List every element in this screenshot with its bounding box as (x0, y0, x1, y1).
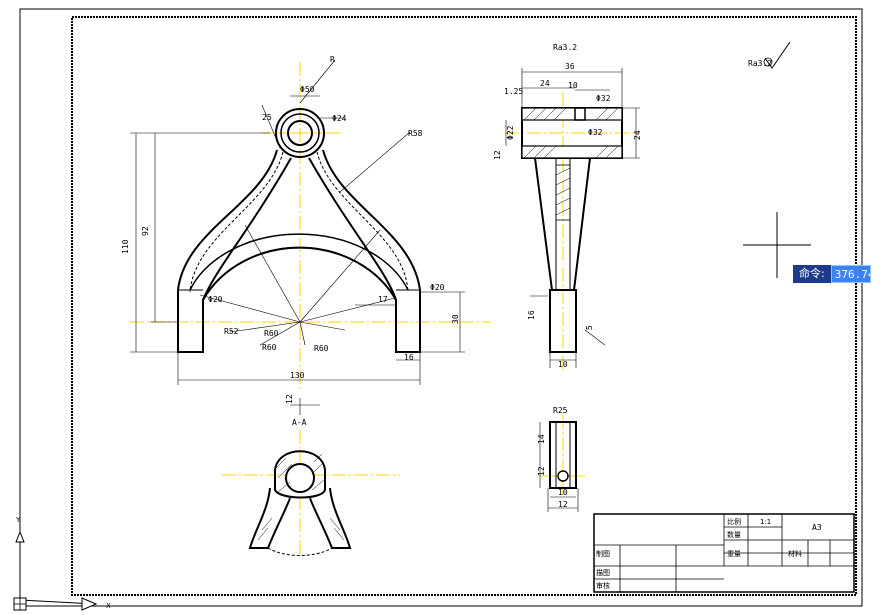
dim-end-r25: R25 (553, 406, 568, 415)
dim-17: 17 (378, 295, 388, 304)
dim-130: 130 (290, 371, 305, 380)
front-view-dimensions: R Φ50 Φ24 25 R58 110 92 Φ20 R52 R60 R60 … (121, 55, 460, 380)
section-aa-labels: 12 A-A (285, 394, 307, 427)
dim-top-phi: Φ50 (300, 85, 315, 94)
dim-r52: R52 (224, 327, 239, 336)
material-label: 材料 (788, 549, 802, 558)
command-value-input[interactable]: 376.741 (830, 265, 871, 283)
weight-label: 重量 (727, 550, 741, 558)
dim-phi24: Φ24 (332, 114, 347, 123)
dim-side-16: 16 (527, 310, 536, 320)
section-aa-view (222, 398, 400, 556)
inner-frame (71, 16, 857, 596)
dim-side-32b: Φ32 (588, 128, 603, 137)
dim-side-c25: 1.25 (504, 87, 523, 96)
check-label: 描图 (596, 568, 610, 577)
outer-frame (19, 8, 863, 607)
roughness-label: Ra3.2 (748, 59, 772, 68)
dim-end-14: 14 (537, 434, 546, 444)
dynamic-input-box[interactable]: 命令: 376.741 (793, 265, 871, 283)
side-view-dimensions: Ra3.2 36 24 10 1.25 Φ32 Φ22 Φ32 24 12 16… (493, 43, 642, 369)
dim-end-12: 12 (537, 466, 546, 476)
dim-16: 16 (404, 353, 414, 362)
scale-label: 比例 (727, 517, 741, 526)
end-view-dimensions: R25 14 12 10 12 (537, 406, 568, 509)
dim-20-left: Φ20 (208, 295, 223, 304)
side-view (505, 68, 640, 372)
dim-r58: R58 (408, 129, 423, 138)
dim-r60a: R60 (264, 329, 279, 338)
end-view (539, 415, 585, 512)
ucs-y-label: Y (15, 516, 21, 524)
dim-side-22: Φ22 (506, 125, 515, 140)
title-block: 比例 1:1 数量 A3 制图 重量 材料 描图 审核 (593, 513, 855, 593)
crosshair-cursor (743, 212, 811, 278)
dim-aa-12: 12 (285, 394, 294, 404)
dim-end-10: 10 (558, 488, 568, 497)
dim-92: 92 (141, 226, 150, 236)
command-label: 命令: (793, 265, 831, 283)
section-aa-label: A-A (292, 418, 307, 427)
dim-110: 110 (121, 239, 130, 254)
draw-label: 制图 (596, 549, 610, 558)
qty-label: 数量 (727, 530, 741, 539)
dim-side-36: 36 (565, 62, 575, 71)
dim-side-12: 12 (493, 150, 502, 160)
dim-side-title: Ra3.2 (553, 43, 577, 52)
dim-30: 30 (451, 314, 460, 324)
dim-side-10: 10 (568, 81, 578, 90)
dim-side-24b: 24 (633, 130, 642, 140)
dim-top-r: R (330, 55, 335, 64)
dim-end-12b: 12 (558, 500, 568, 509)
dim-side-32: Φ32 (596, 94, 611, 103)
ucs-icon: Y X (13, 516, 111, 611)
dim-side-10b: 10 (558, 360, 568, 369)
roughness-symbol: Ra3.2 (748, 41, 791, 69)
ucs-x-label: X (106, 602, 111, 610)
front-view (130, 59, 490, 390)
sheet-size: A3 (812, 523, 822, 532)
dim-r60b: R60 (262, 343, 277, 352)
dim-r60c: R60 (314, 344, 329, 353)
dim-25: 25 (262, 113, 272, 122)
dim-side-5: 5 (585, 325, 594, 330)
dim-side-24: 24 (540, 79, 550, 88)
review-label: 审核 (596, 581, 610, 590)
dim-20-right: Φ20 (430, 283, 445, 292)
scale-value: 1:1 (760, 518, 771, 526)
